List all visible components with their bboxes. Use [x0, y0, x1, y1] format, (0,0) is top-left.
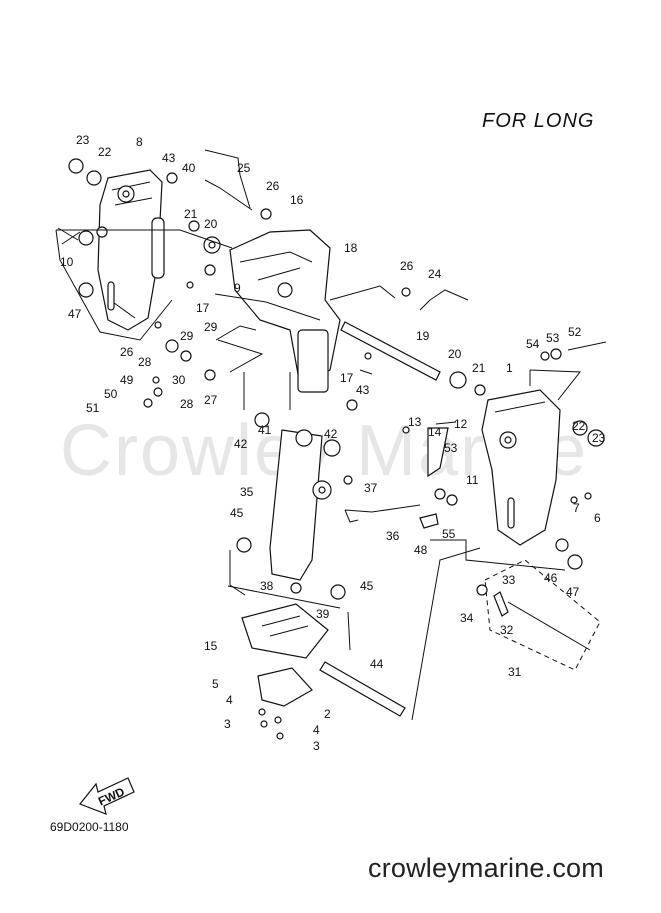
callout-50: 50 — [104, 387, 118, 401]
callout-17a: 17 — [196, 301, 210, 315]
callout-33: 33 — [502, 573, 516, 587]
callout-54: 54 — [526, 337, 540, 351]
diagram-heading: FOR LONG — [482, 110, 595, 132]
callout-26c: 26 — [400, 259, 414, 273]
callout-40: 40 — [182, 161, 196, 175]
callout-4b: 4 — [313, 723, 320, 737]
callout-52: 52 — [568, 325, 582, 339]
callout-20a: 20 — [204, 217, 218, 231]
callout-26a: 26 — [266, 179, 280, 193]
callout-32: 32 — [500, 623, 514, 637]
callout-48: 48 — [414, 543, 428, 557]
callout-28b: 28 — [180, 397, 194, 411]
callout-18: 18 — [344, 241, 358, 255]
fwd-label: FWD — [96, 784, 127, 808]
tilt-lever-24 — [401, 287, 469, 311]
callout-43a: 43 — [162, 151, 176, 165]
callout-49: 49 — [120, 373, 134, 387]
callout-45b: 45 — [360, 579, 374, 593]
figure-code: 69D0200-1180 — [50, 820, 129, 834]
callout-2: 2 — [324, 707, 331, 721]
callout-13: 13 — [408, 415, 422, 429]
callout-24: 24 — [428, 267, 442, 281]
callout-37: 37 — [364, 481, 378, 495]
callout-53a: 53 — [546, 331, 560, 345]
callout-47a: 47 — [68, 307, 82, 321]
callout-3a: 3 — [224, 717, 231, 731]
callout-14: 14 — [428, 425, 442, 439]
callout-42a: 42 — [234, 437, 248, 451]
callout-labels: 1 2 3 3 4 4 5 6 7 8 9 10 11 12 13 14 15 … — [60, 133, 606, 753]
callout-25: 25 — [237, 161, 251, 175]
callout-41: 41 — [258, 423, 272, 437]
callout-10: 10 — [60, 255, 74, 269]
callout-31: 31 — [508, 665, 522, 679]
callout-38: 38 — [260, 579, 274, 593]
hardware — [143, 172, 607, 740]
callout-22b: 22 — [572, 419, 586, 433]
callout-46: 46 — [544, 571, 558, 585]
swivel-bracket — [203, 229, 341, 393]
callout-55: 55 — [442, 527, 456, 541]
callout-17b: 17 — [340, 371, 354, 385]
callout-1: 1 — [506, 361, 513, 375]
callout-27: 27 — [204, 393, 218, 407]
callout-34: 34 — [460, 611, 474, 625]
stopper-plate — [241, 603, 406, 717]
callout-26b: 26 — [120, 345, 134, 359]
callout-21a: 21 — [184, 207, 198, 221]
callout-9: 9 — [234, 281, 241, 295]
callout-23a: 23 — [76, 133, 90, 147]
callout-16: 16 — [290, 193, 304, 207]
callout-11: 11 — [466, 473, 479, 487]
tilt-lever-25 — [204, 149, 272, 220]
callout-8: 8 — [136, 135, 143, 149]
callout-44: 44 — [370, 657, 384, 671]
site-footer[interactable]: crowleymarine.com — [368, 853, 604, 883]
callout-29a: 29 — [180, 329, 194, 343]
callout-53b: 53 — [444, 441, 458, 455]
callout-20b: 20 — [448, 347, 462, 361]
callout-22a: 22 — [98, 145, 112, 159]
callout-47b: 47 — [566, 585, 580, 599]
callout-21b: 21 — [472, 361, 486, 375]
clamp-bracket-right — [481, 389, 605, 570]
callout-43b: 43 — [356, 383, 370, 397]
tilt-shaft-19 — [340, 321, 486, 396]
fwd-arrow: FWD — [79, 777, 135, 815]
reference-lines — [55, 229, 581, 721]
callout-42b: 42 — [324, 427, 338, 441]
callout-3b: 3 — [313, 739, 320, 753]
callout-6: 6 — [594, 511, 601, 525]
tilt-cylinder — [236, 412, 346, 600]
callout-36: 36 — [386, 529, 400, 543]
callout-35: 35 — [240, 485, 254, 499]
callout-23b: 23 — [592, 431, 606, 445]
callout-30: 30 — [172, 373, 186, 387]
callout-51: 51 — [86, 401, 100, 415]
callout-5: 5 — [212, 677, 219, 691]
trim-rod-group — [476, 559, 601, 671]
callout-39: 39 — [316, 607, 330, 621]
callout-29b: 29 — [204, 320, 218, 334]
callout-12: 12 — [454, 417, 468, 431]
tilt-lever-36 — [344, 504, 439, 529]
callout-4a: 4 — [226, 693, 233, 707]
clamp-bracket-left — [57, 158, 165, 331]
callout-19: 19 — [416, 329, 430, 343]
callout-7: 7 — [573, 501, 580, 515]
callout-28a: 28 — [138, 355, 152, 369]
callout-15: 15 — [204, 639, 218, 653]
callout-45a: 45 — [230, 506, 244, 520]
